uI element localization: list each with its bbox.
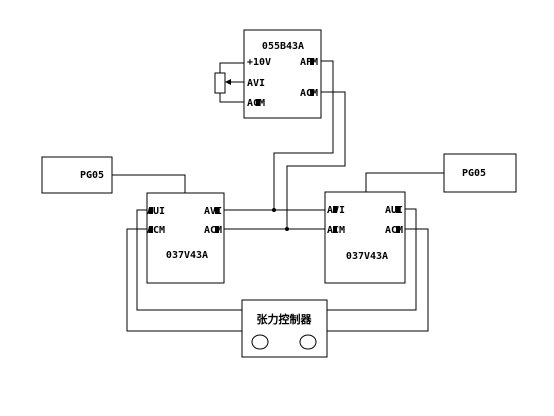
- knob-icon: [299, 334, 317, 350]
- top-term-acm-right: ACM: [300, 88, 318, 99]
- terminal-icon: [396, 206, 400, 213]
- knob-icon: [251, 334, 269, 350]
- terminal-icon: [333, 206, 337, 213]
- encoder-pg05-right-label: PG05: [462, 168, 486, 179]
- left-term-aui: AUI: [147, 206, 165, 217]
- module-037v43a-left-title: 037V43A: [166, 250, 208, 261]
- left-term-avi: AVI: [204, 206, 222, 217]
- junction-dot: [272, 208, 276, 212]
- encoder-pg05-right: [443, 153, 517, 193]
- module-037v43a-left: [146, 192, 225, 284]
- top-term-avi: AVI: [247, 78, 265, 89]
- terminal-icon: [215, 226, 219, 233]
- module-037v43a-right-title: 037V43A: [346, 251, 388, 262]
- terminal-icon: [310, 89, 314, 96]
- top-term-afm: AFM: [300, 57, 318, 68]
- right-term-acm-right: ACM: [385, 225, 403, 236]
- terminal-icon: [310, 58, 314, 65]
- left-term-acm-left: ACM: [147, 225, 165, 236]
- junction-dot: [285, 227, 289, 231]
- terminal-icon: [149, 226, 153, 233]
- terminal-icon: [215, 207, 219, 214]
- module-055b43a-title: 055B43A: [262, 41, 304, 52]
- potentiometer-icon: [214, 62, 244, 103]
- top-term-10v: +10V: [247, 57, 271, 68]
- left-term-acm-right: ACM: [204, 225, 222, 236]
- encoder-pg05-left-label: PG05: [80, 170, 104, 181]
- module-037v43a-right: [324, 191, 406, 284]
- terminal-icon: [149, 207, 153, 214]
- encoder-pg05-left: [41, 156, 113, 194]
- tension-controller: [241, 299, 328, 358]
- tension-controller-label: 张力控制器: [257, 312, 313, 326]
- terminal-icon: [256, 99, 260, 106]
- wiring: [112, 60, 444, 332]
- terminal-icon: [396, 226, 400, 233]
- terminal-icon: [333, 226, 337, 233]
- right-term-aui: AUI: [385, 205, 403, 216]
